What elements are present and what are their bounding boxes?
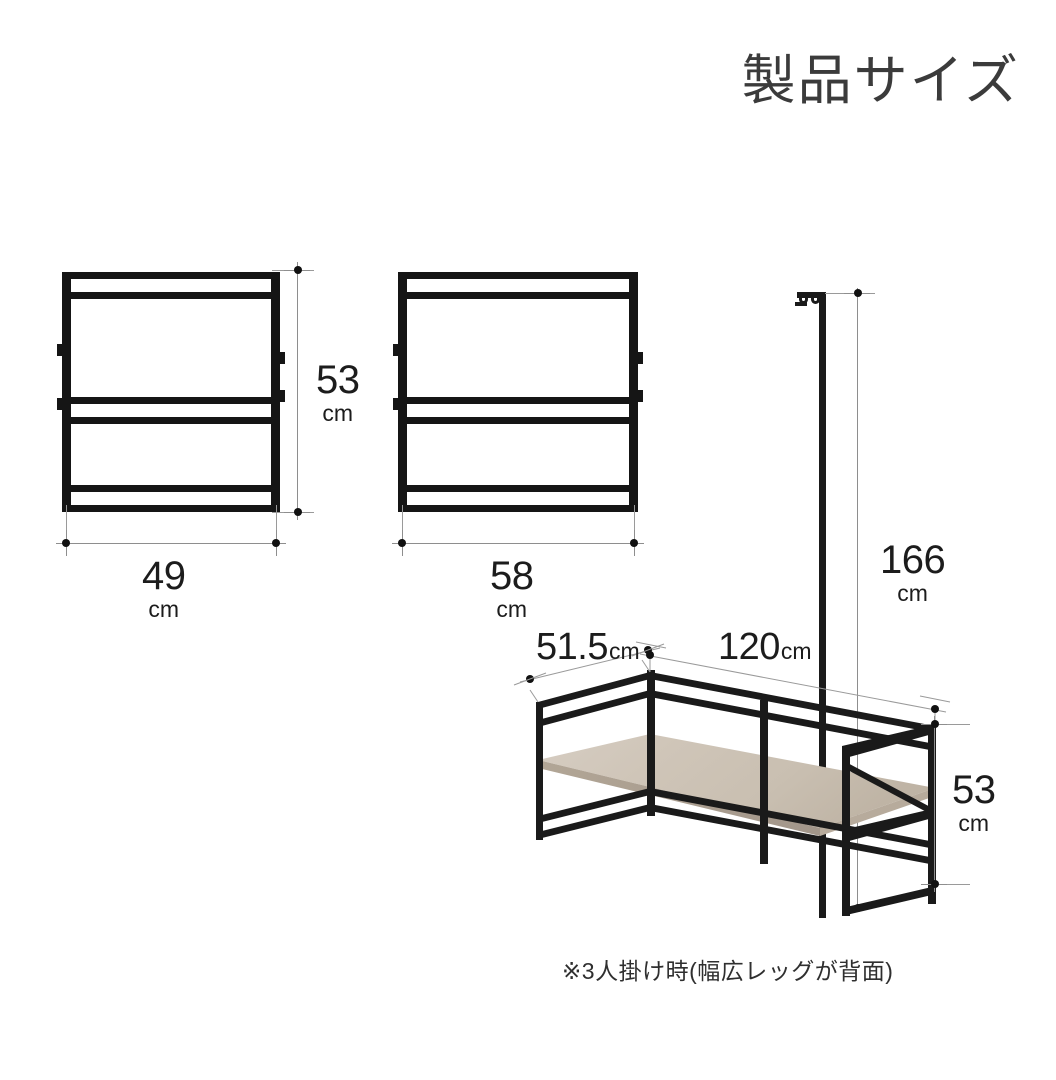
width-value-narrow-leg: 49	[142, 554, 186, 598]
frame-rail-bottom-lower	[398, 505, 638, 512]
page-title: 製品サイズ	[741, 51, 1020, 111]
frame-rail-mid-lower	[398, 417, 638, 424]
depth-value-bench: 51.5	[536, 626, 608, 668]
dim-extension-line	[634, 505, 635, 547]
height-label-pole: 166 cm	[880, 538, 946, 606]
width-value-wide-leg: 58	[490, 554, 534, 598]
dim-endpoint-dot	[272, 539, 280, 547]
dim-endpoint-dot	[630, 539, 638, 547]
frame-rail-bottom-upper	[62, 485, 280, 492]
dim-extension-line	[402, 505, 403, 547]
height-value-narrow-leg: 53	[316, 358, 360, 402]
frame-rail-mid-upper	[398, 397, 638, 404]
height-dimension-line-pole	[857, 288, 858, 908]
width-unit-wide-leg: cm	[496, 596, 528, 622]
pole-hook-base	[795, 302, 807, 306]
dim-extension-line	[928, 724, 970, 725]
bench-left-side-rails	[538, 672, 650, 727]
frame-rail-bottom-lower	[62, 505, 280, 512]
narrow-leg-frame-drawing	[57, 272, 285, 512]
bench-legs	[536, 734, 768, 864]
dim-endpoint-dot	[62, 539, 70, 547]
hanger-pole-drawing	[795, 288, 855, 918]
height-dimension-line-49frame	[297, 262, 298, 520]
frame-post-right	[629, 272, 638, 512]
frame-connector-nub	[279, 390, 285, 402]
height-value-pole: 166	[880, 538, 946, 582]
frame-rail-top-upper	[398, 272, 638, 279]
width-dimension-120	[635, 641, 951, 726]
dim-endpoint-dot	[294, 266, 302, 274]
depth-label-bench: 51.5cm	[536, 628, 640, 666]
height-label-bench: 53 cm	[952, 770, 996, 835]
height-unit-bench: cm	[958, 810, 990, 836]
height-dimension-line-bench	[934, 716, 935, 892]
bench-right-side-rails	[842, 726, 936, 843]
width-dimension-line-49frame	[56, 543, 286, 544]
dim-extension-line	[276, 505, 277, 547]
three-seat-bench-drawing	[520, 660, 950, 930]
frame-connector-nub	[279, 352, 285, 364]
frame-post-left	[62, 272, 71, 512]
bench-caption-note: ※3人掛け時(幅広レッグが背面)	[562, 958, 894, 984]
dim-endpoint-dot	[854, 289, 862, 297]
frame-connector-nub	[393, 344, 399, 356]
width-unit-narrow-leg: cm	[148, 596, 180, 622]
dim-endpoint-dot	[294, 508, 302, 516]
frame-connector-nub	[637, 352, 643, 364]
frame-rail-top-upper	[62, 272, 280, 279]
width-label-bench: 120cm	[718, 628, 812, 666]
width-label-narrow-leg: 49 cm	[142, 556, 186, 621]
frame-post-right	[271, 272, 280, 512]
dim-endpoint-dot	[931, 720, 939, 728]
frame-rail-top-lower	[398, 292, 638, 299]
width-dimension-line-58frame	[392, 543, 644, 544]
width-label-wide-leg: 58 cm	[490, 556, 534, 621]
height-value-bench: 53	[952, 768, 996, 812]
dim-endpoint-dot	[398, 539, 406, 547]
frame-rail-top-lower	[62, 292, 280, 299]
dim-extension-line	[66, 505, 67, 547]
height-unit-pole: cm	[897, 580, 928, 606]
bench-back-rails	[650, 672, 935, 751]
frame-connector-nub	[57, 398, 63, 410]
frame-connector-nub	[393, 398, 399, 410]
depth-dimension-51_5	[513, 643, 665, 703]
height-label-narrow-leg: 53 cm	[316, 360, 360, 425]
width-unit-bench: cm	[780, 638, 812, 664]
height-unit-narrow-leg: cm	[322, 400, 354, 426]
dim-endpoint-dot	[931, 880, 939, 888]
frame-connector-nub	[637, 390, 643, 402]
pole-hook-icon	[811, 295, 820, 304]
dim-extension-line	[928, 884, 970, 885]
wide-leg-frame-drawing	[393, 272, 643, 512]
pole-shaft	[819, 292, 826, 918]
frame-rail-bottom-upper	[398, 485, 638, 492]
frame-rail-mid-lower	[62, 417, 280, 424]
depth-unit-bench: cm	[608, 638, 640, 664]
frame-post-left	[398, 272, 407, 512]
frame-rail-mid-upper	[62, 397, 280, 404]
bench-seat-plank	[538, 734, 935, 828]
width-value-bench: 120	[718, 626, 780, 668]
frame-connector-nub	[57, 344, 63, 356]
